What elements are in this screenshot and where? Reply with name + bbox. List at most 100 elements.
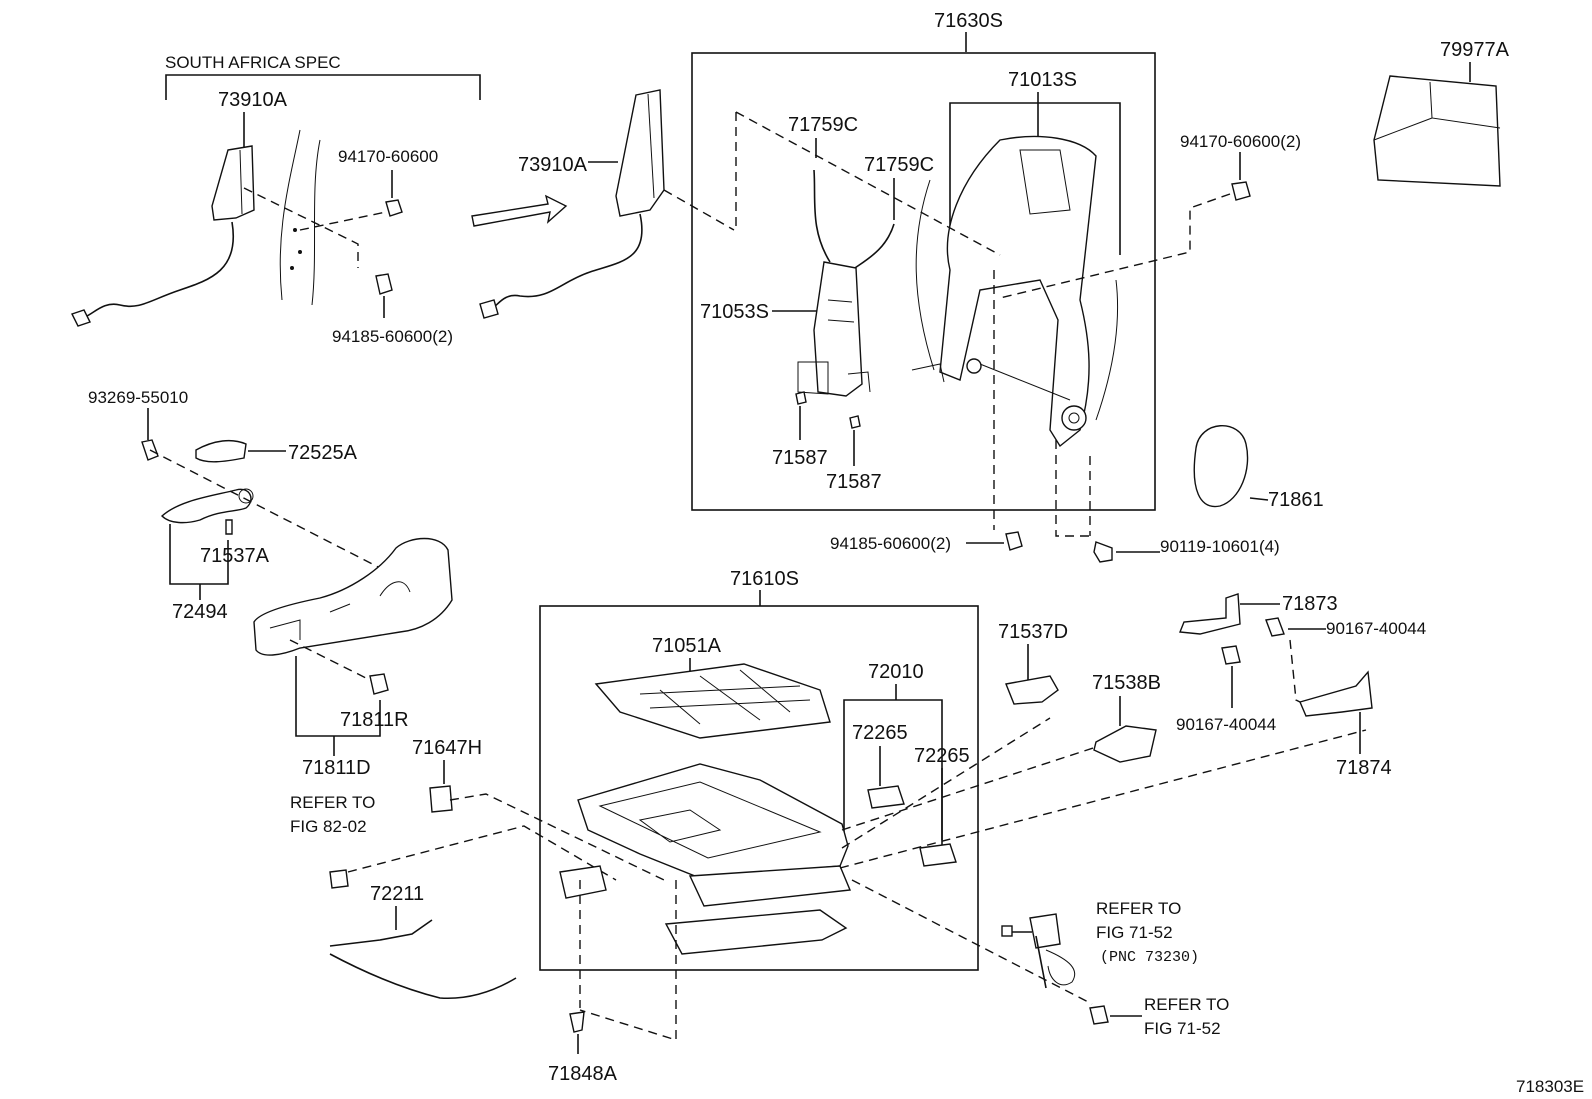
label-72211[interactable]: 72211 [370, 883, 424, 905]
bracket-71537D[interactable] [1005, 675, 1059, 705]
label-71610S[interactable]: 71610S [730, 568, 799, 590]
label-71587-a[interactable]: 71587 [772, 447, 828, 469]
cover-72525A[interactable] [195, 439, 247, 463]
label-72494[interactable]: 72494 [172, 601, 228, 623]
cap-refer-82-02[interactable] [329, 869, 349, 889]
cushion-pad-79977A[interactable] [1373, 75, 1501, 187]
label-71538B[interactable]: 71538B [1092, 672, 1161, 694]
seatbelt-buckle[interactable] [1029, 913, 1061, 949]
label-71053S[interactable]: 71053S [700, 301, 769, 323]
label-93269-55010[interactable]: 93269-55010 [88, 388, 188, 407]
box-71610S [539, 605, 979, 971]
wire-72211-b [329, 919, 433, 947]
fig-71-52-label-a[interactable]: FIG 71-52 [1096, 923, 1173, 942]
lever-71873[interactable] [1179, 593, 1241, 635]
south-africa-spec-label: SOUTH AFRICA SPEC [165, 53, 341, 72]
bracket-71013S [949, 102, 1121, 255]
label-72265-a[interactable]: 72265 [852, 722, 908, 744]
label-71811D[interactable]: 71811D [302, 757, 371, 779]
screw-90167-40044-b[interactable] [1221, 645, 1241, 665]
label-90119-10601-4[interactable]: 90119-10601(4) [1160, 537, 1280, 556]
install-line-94170 [999, 193, 1231, 299]
label-72265-b[interactable]: 72265 [914, 745, 970, 767]
bolt-90119-10601[interactable] [1093, 541, 1113, 563]
nut-94170-60600-2[interactable] [1231, 181, 1251, 201]
clip-72265-b[interactable] [919, 843, 957, 867]
label-94170-60600[interactable]: 94170-60600 [338, 147, 438, 166]
spring-mat-71051A[interactable] [594, 663, 831, 739]
south-africa-bracket [165, 74, 481, 100]
top-right-group: 79977A 94170-60600(2) 71861 [999, 39, 1510, 511]
pin-71537A[interactable] [225, 519, 233, 535]
wire-72211[interactable] [329, 953, 517, 1000]
lumbar-support-71053S[interactable] [813, 261, 863, 397]
label-71861[interactable]: 71861 [1268, 489, 1324, 511]
install-line-left [243, 187, 387, 268]
recliner-gear-center [1068, 412, 1080, 424]
bolt-94185-60600-top[interactable] [375, 273, 393, 295]
fig-71-52-label-b[interactable]: FIG 71-52 [1144, 1019, 1221, 1038]
pnc-73230-label[interactable]: (PNC 73230) [1100, 949, 1199, 966]
label-71848A[interactable]: 71848A [548, 1063, 618, 1085]
seat-track-front-bracket[interactable] [559, 865, 607, 899]
label-79977A[interactable]: 79977A [1440, 39, 1510, 61]
seat-cushion-frame[interactable] [577, 763, 849, 879]
clip-72265-a[interactable] [867, 785, 905, 809]
wire-connector-left[interactable] [71, 309, 91, 327]
bolt-71811R[interactable] [369, 673, 389, 695]
seatback-frame[interactable] [939, 135, 1097, 448]
label-94185-60600-2-bot[interactable]: 94185-60600(2) [830, 534, 951, 553]
label-94170-60600-2[interactable]: 94170-60600(2) [1180, 132, 1301, 151]
clip-71587-a[interactable] [795, 391, 807, 405]
seat-track-upper[interactable] [688, 865, 852, 907]
lever-72494[interactable] [160, 488, 252, 524]
frame-wire-left [915, 179, 935, 371]
label-71537A[interactable]: 71537A [200, 545, 270, 567]
cap-71647H[interactable] [429, 785, 453, 813]
bracket-71538B[interactable] [1093, 725, 1157, 763]
left-mid-group: 93269-55010 72525A 71537A 72494 71811R 7… [88, 388, 665, 1000]
label-72525A[interactable]: 72525A [288, 442, 358, 464]
seat-cushion-frame-group: 71610S 71051A 72010 72265 72265 [539, 568, 1367, 1041]
box-71630S [691, 52, 1156, 511]
label-71759C-a[interactable]: 71759C [788, 114, 858, 136]
label-71630S[interactable]: 71630S [934, 10, 1003, 32]
airbag-wire-mid [485, 213, 643, 311]
side-airbag-module-left[interactable] [211, 145, 255, 221]
lever-71874[interactable] [1299, 670, 1373, 717]
label-71759C-b[interactable]: 71759C [864, 154, 934, 176]
side-airbag-module-mid[interactable] [615, 89, 665, 217]
seat-track-lower[interactable] [664, 909, 848, 955]
seatbelt-connector[interactable] [1001, 925, 1013, 937]
recliner-gear[interactable] [1061, 405, 1087, 431]
label-71013S[interactable]: 71013S [1008, 69, 1077, 91]
label-90167-40044-a[interactable]: 90167-40044 [1326, 619, 1426, 638]
recliner-pivot[interactable] [966, 358, 982, 374]
label-73910A-left[interactable]: 73910A [218, 89, 288, 111]
seat-frame-details [598, 781, 822, 859]
fig-82-02-label[interactable]: FIG 82-02 [290, 817, 367, 836]
nut-refer-71-52[interactable] [1089, 1005, 1109, 1025]
label-94185-60600-2-top[interactable]: 94185-60600(2) [332, 327, 453, 346]
label-73910A-mid[interactable]: 73910A [518, 154, 588, 176]
clip-71587-b[interactable] [849, 415, 861, 429]
bolt-71848A[interactable] [569, 1011, 585, 1033]
label-71874[interactable]: 71874 [1336, 757, 1392, 779]
screw-90167-40044-a[interactable] [1265, 617, 1285, 637]
cover-71861[interactable] [1193, 425, 1249, 508]
label-90167-40044-b[interactable]: 90167-40044 [1176, 715, 1276, 734]
wire-connector-mid[interactable] [479, 299, 499, 319]
nut-94185-60600-2-bot[interactable] [1005, 531, 1023, 551]
label-71537D[interactable]: 71537D [998, 621, 1068, 643]
label-72010[interactable]: 72010 [868, 661, 924, 683]
label-71647H[interactable]: 71647H [412, 737, 482, 759]
label-71811R[interactable]: 71811R [340, 709, 409, 731]
label-71051A[interactable]: 71051A [652, 635, 722, 657]
seat-shield-71811D[interactable] [253, 537, 453, 656]
nut-94170-60600[interactable] [385, 199, 403, 217]
label-71873[interactable]: 71873 [1282, 593, 1338, 615]
label-71587-b[interactable]: 71587 [826, 471, 882, 493]
refer-to-label-b: REFER TO [1096, 899, 1181, 918]
install-line-71630S [735, 111, 1001, 256]
